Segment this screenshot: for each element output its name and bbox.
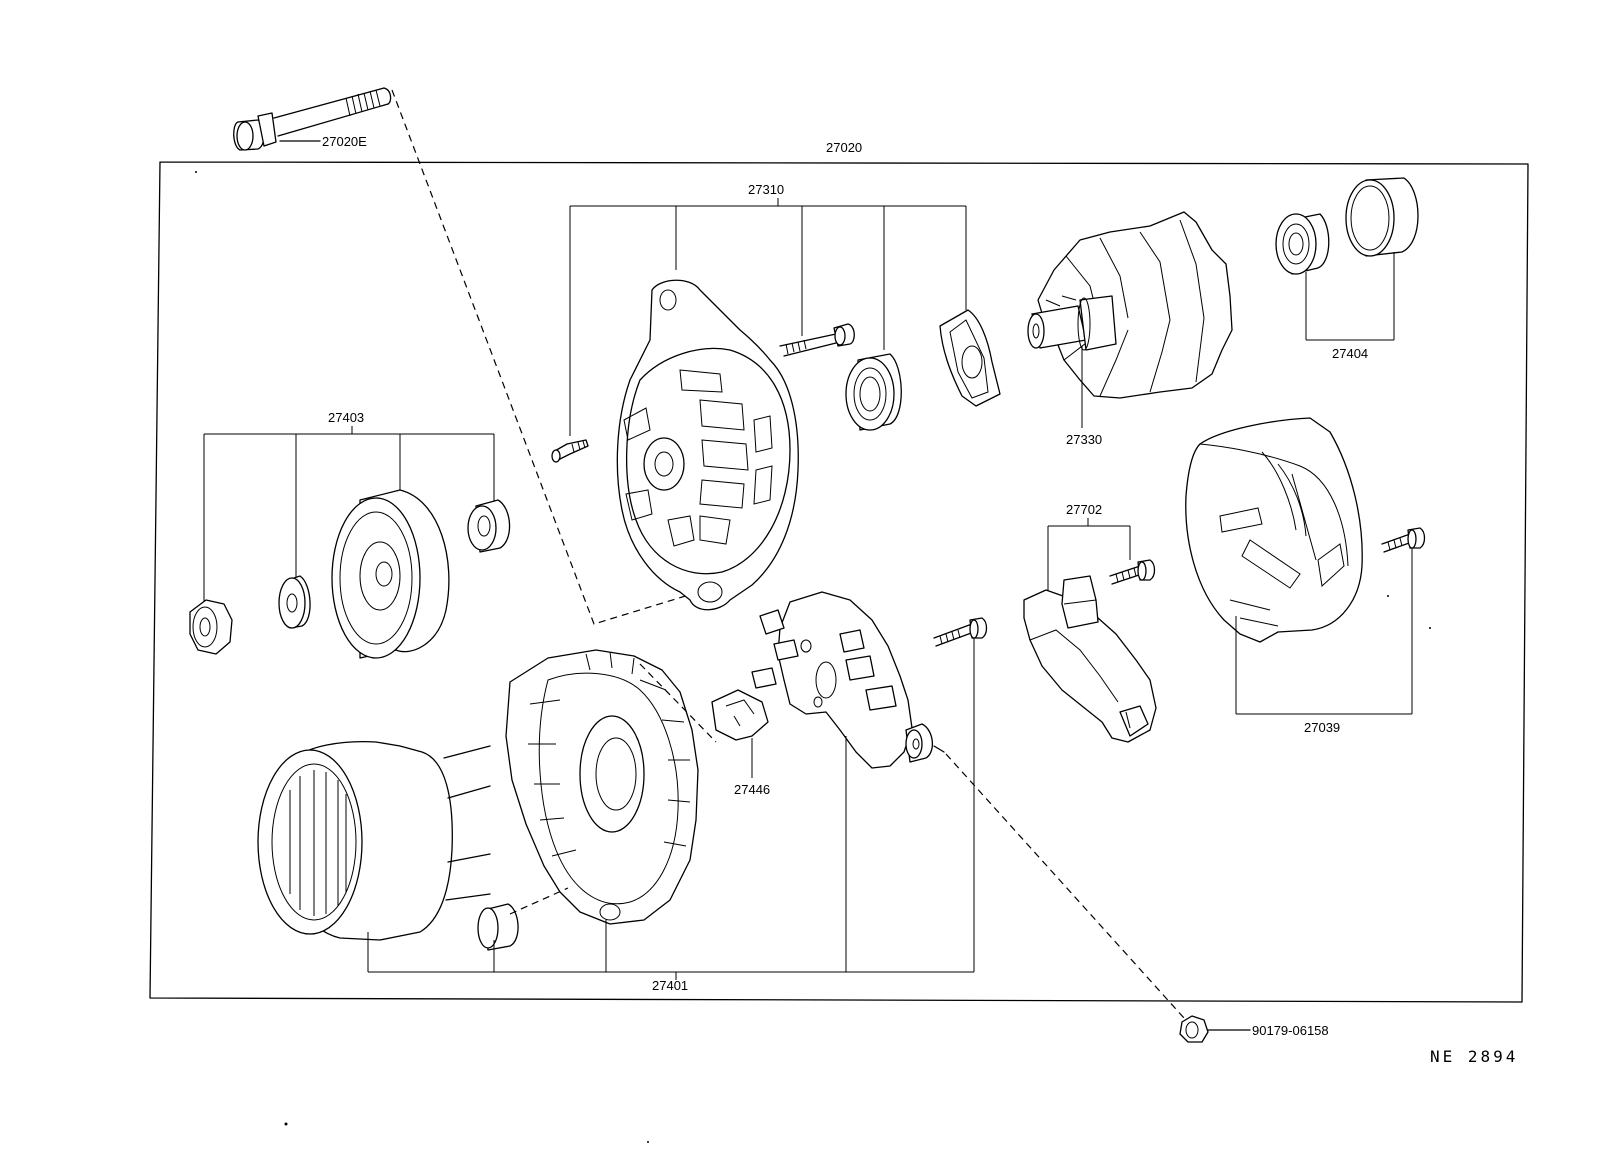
label-27310: 27310 <box>748 182 784 197</box>
drive-end-frame[interactable] <box>616 279 799 611</box>
label-27401: 27401 <box>652 978 688 993</box>
terminal-nut-90179[interactable] <box>1179 1015 1209 1043</box>
pulley[interactable] <box>331 489 450 659</box>
pulley-nut[interactable] <box>189 599 233 655</box>
leader-27404 <box>1305 252 1395 341</box>
label-27404: 27404 <box>1332 346 1368 361</box>
rear-end-cover[interactable] <box>1185 417 1363 643</box>
leader-27403 <box>203 426 495 610</box>
label-27020: 27020 <box>826 140 862 155</box>
pulley-washer[interactable] <box>278 575 311 629</box>
terminal-bolt[interactable] <box>933 617 988 647</box>
drawing-code: NE 2894 <box>1430 1047 1518 1066</box>
frame-bushing[interactable] <box>477 903 519 951</box>
through-bolt-27020e[interactable] <box>233 87 392 151</box>
label-27330: 27330 <box>1066 432 1102 447</box>
leader-27401 <box>367 638 975 980</box>
rectifier-end-frame[interactable] <box>505 649 699 925</box>
stator[interactable] <box>257 740 491 941</box>
bearing-retainer[interactable] <box>939 309 1001 407</box>
label-27702: 27702 <box>1066 502 1102 517</box>
nut-path-dashed <box>945 753 1185 1019</box>
insulator-27446[interactable] <box>711 689 769 741</box>
assembly-outline <box>149 161 1529 1003</box>
label-27403: 27403 <box>328 410 364 425</box>
bolt-mid[interactable] <box>779 323 855 357</box>
leader-27702 <box>1047 518 1131 592</box>
screw-small[interactable] <box>551 439 589 463</box>
rotor-27330[interactable] <box>1027 211 1233 399</box>
regulator-screw[interactable] <box>1109 559 1156 585</box>
voltage-regulator[interactable] <box>1023 575 1157 743</box>
pulley-spacer[interactable] <box>467 499 511 553</box>
label-27039: 27039 <box>1304 720 1340 735</box>
front-bearing[interactable] <box>845 353 902 431</box>
bearing-cover-ring[interactable] <box>1345 177 1419 257</box>
bolt-path-dashed <box>391 89 693 625</box>
leader-27310 <box>569 198 967 436</box>
leader-27039 <box>1235 548 1413 715</box>
label-27020e: 27020E <box>322 134 367 149</box>
brush-holder-plate[interactable] <box>751 591 945 769</box>
scan-specks <box>195 171 1431 1143</box>
cover-screw[interactable] <box>1381 527 1426 553</box>
rear-bearing[interactable] <box>1275 213 1330 275</box>
label-90179-06158: 90179-06158 <box>1252 1023 1329 1038</box>
frame-dashed-guide <box>639 663 717 743</box>
label-27446: 27446 <box>734 782 770 797</box>
